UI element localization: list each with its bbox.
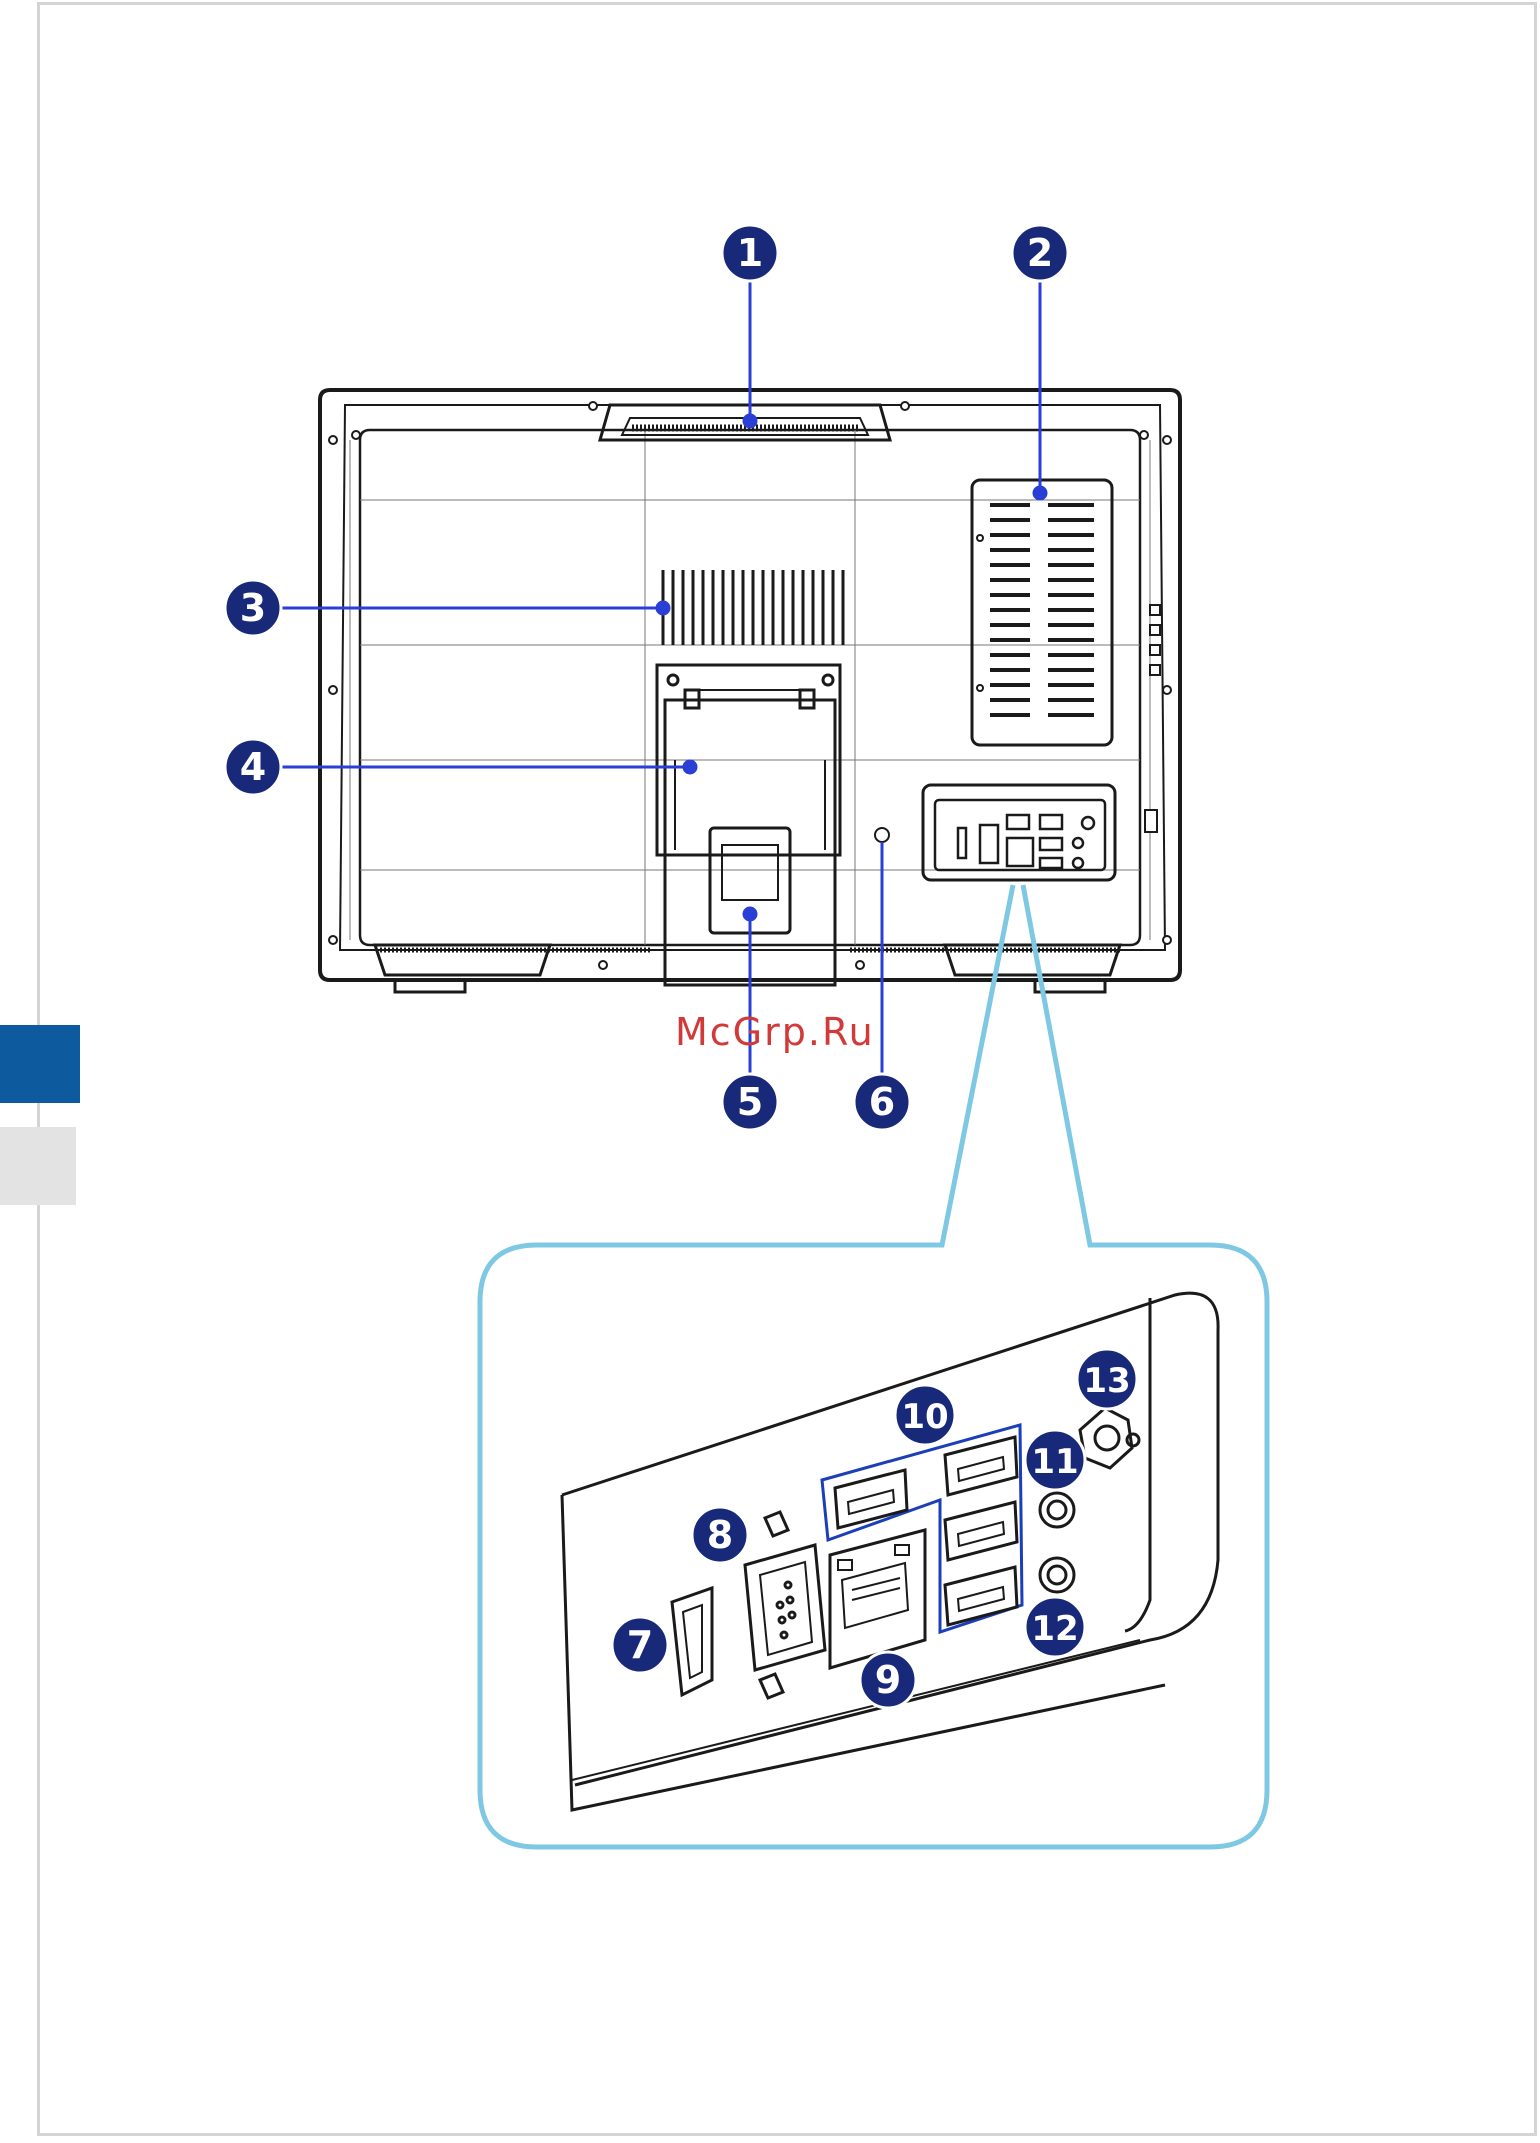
side-buttons xyxy=(1145,605,1160,832)
svg-text:1: 1 xyxy=(737,231,763,275)
usb-group-outline xyxy=(822,1425,1022,1632)
svg-text:5: 5 xyxy=(737,1080,763,1124)
callout-11: 11 xyxy=(1025,1430,1085,1490)
watermark-text: McGrp.Ru xyxy=(675,1010,875,1054)
callout-2: 2 xyxy=(1012,225,1068,281)
displayport-icon xyxy=(672,1588,712,1695)
callout-1: 1 xyxy=(722,225,778,281)
svg-text:10: 10 xyxy=(901,1397,948,1437)
antenna-connector-icon xyxy=(1080,1408,1139,1468)
audio-jack-icon xyxy=(1040,1493,1074,1592)
callout-5: 5 xyxy=(722,1074,778,1130)
rj45-port-icon xyxy=(830,1530,925,1668)
callout-3: 3 xyxy=(225,580,281,636)
svg-text:9: 9 xyxy=(875,1658,901,1702)
callout-7: 7 xyxy=(612,1617,668,1673)
vga-port-icon xyxy=(745,1512,825,1698)
svg-text:3: 3 xyxy=(240,586,266,630)
vent-grille-icon xyxy=(663,570,843,645)
callout-6: 6 xyxy=(854,1074,910,1130)
callout-12: 12 xyxy=(1025,1597,1085,1657)
svg-text:6: 6 xyxy=(869,1080,895,1124)
kensington-lock-icon xyxy=(875,828,889,842)
leader-lines xyxy=(255,255,1046,1100)
side-vent-panel xyxy=(972,480,1112,745)
callout-4: 4 xyxy=(225,739,281,795)
svg-text:7: 7 xyxy=(627,1623,653,1667)
svg-text:12: 12 xyxy=(1031,1609,1078,1649)
svg-text:2: 2 xyxy=(1027,231,1053,275)
screws xyxy=(329,402,1171,969)
callout-10: 10 xyxy=(895,1385,955,1445)
callout-13: 13 xyxy=(1077,1349,1137,1409)
callout-8: 8 xyxy=(692,1507,748,1563)
svg-text:11: 11 xyxy=(1031,1442,1078,1482)
callout-9: 9 xyxy=(860,1652,916,1708)
svg-text:13: 13 xyxy=(1083,1361,1130,1401)
svg-text:8: 8 xyxy=(707,1513,733,1557)
rear-io-panel xyxy=(923,785,1115,880)
svg-text:4: 4 xyxy=(240,745,266,789)
